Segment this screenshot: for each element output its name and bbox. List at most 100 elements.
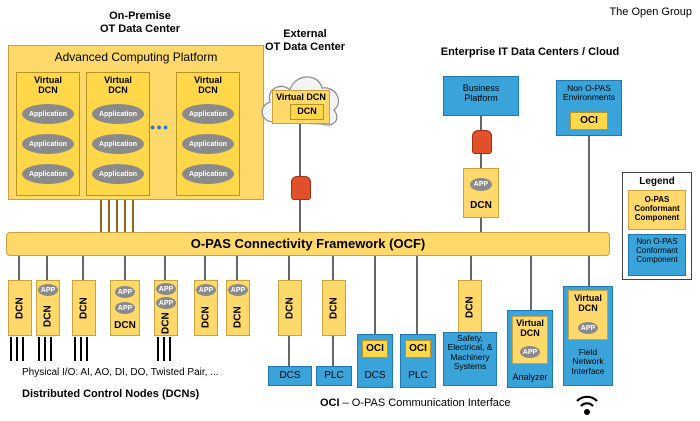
platform-connector (132, 200, 134, 232)
enterprise-title: Enterprise IT Data Centers / Cloud (440, 46, 620, 58)
ocf-label: O-PAS Connectivity Framework (OCF) (190, 236, 426, 251)
application-pill: Application (22, 104, 74, 124)
dcs-node (268, 366, 312, 386)
legend-conformant-label: O-PAS Conformant Component (634, 195, 680, 222)
oci-box (362, 340, 388, 358)
dcn-label: DCN (14, 297, 26, 319)
safety-label: Safety, Electrical, & Machinery Systems (447, 333, 493, 372)
node-connector (470, 256, 472, 280)
enterprise-app-pill: APP (470, 178, 492, 191)
field-label: Field Network Interface (571, 347, 605, 376)
io-wire (157, 337, 159, 361)
vdcn-line2: DCN (108, 84, 128, 95)
analyzer-label: Analyzer (512, 372, 548, 382)
external-title-line2: OT Data Center (264, 40, 346, 53)
node-connector (82, 256, 84, 280)
business-platform-label: Business Platform (443, 83, 519, 104)
vdcn-line1: Virtual (104, 75, 132, 85)
virtual-label: Virtual (574, 293, 602, 303)
onprem-title-line1: On-Premise (109, 10, 171, 22)
io-wire (169, 337, 171, 361)
node-connector (288, 336, 290, 366)
oci-footer-desc: – O-PAS Communication Interface (339, 397, 511, 409)
platform-connector (124, 200, 126, 232)
plc-label: PLC (324, 370, 344, 381)
platform-connector (116, 200, 118, 232)
oci-box (405, 340, 431, 358)
platform-connector (100, 200, 102, 232)
io-wire (22, 337, 24, 361)
node-connector (164, 256, 166, 280)
dcs-label: DCS (279, 370, 301, 381)
oci-footer-bold: OCI (320, 397, 340, 409)
business-line2: Platform (464, 92, 498, 103)
business-line1: Business (462, 83, 500, 93)
dcn-label: DCN (464, 296, 476, 318)
dcn-node (72, 280, 96, 336)
vdcn-line1: Virtual (194, 75, 222, 85)
node-connector (204, 256, 206, 280)
firewall-icon (472, 130, 492, 154)
physical-io-label: Physical I/O: AI, AO, DI, DO, Twisted Pa… (22, 367, 219, 378)
node-connector (588, 256, 590, 286)
firewall-icon (291, 176, 311, 200)
non-opas-oci (570, 112, 608, 130)
enterprise-dcn (463, 168, 499, 218)
dcn-label: DCN (328, 297, 340, 319)
brand-label: The Open Group (609, 6, 692, 18)
node-connector (124, 256, 126, 280)
application-pill: Application (182, 134, 234, 154)
app-pill: APP (578, 322, 598, 334)
application-pill: Application (22, 134, 74, 154)
business-platform (443, 76, 519, 116)
oci-label: OCI (366, 343, 384, 354)
application-pill: Application (92, 104, 144, 124)
legend-title: Legend (639, 176, 675, 187)
dcns-label: Distributed Control Nodes (DCNs) (22, 388, 200, 400)
app-pill: APP (38, 284, 58, 296)
platform-connector (108, 200, 110, 232)
dcn-node (458, 280, 482, 334)
legend-non-conformant-label: Non O-PAS Conformant Component (636, 237, 678, 264)
app-pill: APP (196, 284, 216, 296)
io-wire (10, 337, 12, 361)
external-dcn-label: DCN (297, 106, 317, 116)
dcn-node (8, 280, 32, 336)
plc-label: PLC (408, 370, 428, 381)
application-pill: Application (22, 164, 74, 184)
vdcn-line2: DCN (198, 84, 218, 95)
vdcn-line1: Virtual (34, 75, 62, 85)
io-wire (50, 337, 52, 361)
oci-footer: OCI – O-PAS Communication Interface (320, 397, 511, 409)
app-pill: APP (228, 284, 248, 296)
io-wire (38, 337, 40, 361)
onprem-title: On-Premise OT Data Center (80, 10, 200, 35)
non-opas-line1: Non O-PAS (567, 83, 611, 93)
application-pill: Application (182, 164, 234, 184)
legend-conformant (628, 190, 686, 230)
app-pill: APP (156, 297, 176, 309)
dcs-label: DCS (364, 370, 386, 381)
enterprise-dcn-label: DCN (470, 200, 492, 211)
dcn-label: DCN (200, 306, 212, 328)
virtual-label: Virtual (516, 318, 544, 328)
more-ellipsis: ●●● (150, 122, 170, 132)
node-connector (332, 256, 334, 280)
external-title: External OT Data Center (250, 28, 360, 53)
dcn-label: DCN (284, 297, 296, 319)
io-wire (80, 337, 82, 361)
dcn-label: DCN (42, 305, 54, 327)
plc-node (316, 366, 352, 386)
non-opas-connector (588, 136, 590, 232)
io-wire (44, 337, 46, 361)
wireless-icon (576, 395, 598, 415)
node-connector (374, 256, 376, 336)
virtual-label: DCN (578, 303, 598, 313)
platform-title: Advanced Computing Platform (54, 50, 218, 64)
non-opas-oci-label: OCI (580, 115, 598, 126)
enterprise-connector (480, 218, 482, 232)
node-connector (236, 256, 238, 280)
node-connector (18, 256, 20, 280)
